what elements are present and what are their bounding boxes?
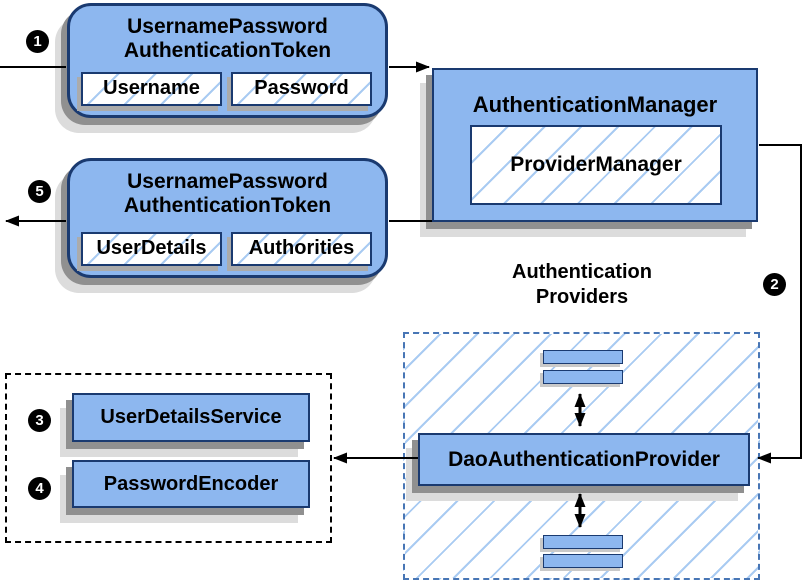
dao-authentication-provider-label: DaoAuthenticationProvider [448,447,720,471]
username-password-token-response-box: UsernamePassword AuthenticationToken Use… [67,158,388,278]
password-encoder-box: PasswordEncoder [72,460,310,508]
provider-manager-box: ProviderManager [470,125,722,205]
step-badge-5: 5 [28,180,51,203]
authentication-providers-label-line2: Providers [535,286,629,308]
user-details-service-label: UserDetailsService [100,406,282,428]
user-details-service-box: UserDetailsService [72,393,310,442]
step-badge-1: 1 [26,30,49,53]
token-request-title-line2: AuthenticationToken [123,38,332,62]
step2-connector-arrow [757,144,802,464]
token-response-title-line1: UsernamePassword [127,170,328,193]
collaborators-container [5,373,332,543]
provider-manager-label: ProviderManager [510,153,682,176]
step-badge-4: 4 [28,477,51,500]
token-response-title: UsernamePassword AuthenticationToken [70,161,385,217]
dao-authentication-provider-box: DaoAuthenticationProvider [418,433,750,486]
step-badge-2: 2 [763,273,786,296]
user-details-field-box: UserDetails [81,232,222,266]
provider-placeholder-bar [543,554,623,568]
token-request-title: UsernamePassword AuthenticationToken [70,6,385,62]
authentication-providers-label: Authentication Providers [481,260,683,310]
provider-placeholder-bar [543,350,623,364]
provider-placeholder-bar [543,535,623,549]
step-badge-3: 3 [28,409,51,432]
username-field-box: Username [81,72,222,106]
username-password-token-request-box: UsernamePassword AuthenticationToken Use… [67,3,388,118]
token-response-fields: UserDetails Authorities [81,232,372,266]
token-request-fields: Username Password [81,72,372,106]
password-field-box: Password [231,72,372,106]
authorities-field-box: Authorities [231,232,372,266]
provider-placeholder-bar [543,370,623,384]
authentication-manager-title: AuthenticationManager [472,92,718,117]
authentication-manager-box: AuthenticationManager ProviderManager [432,68,758,222]
authentication-providers-label-line1: Authentication [512,261,652,283]
token-response-title-line2: AuthenticationToken [123,193,332,217]
password-encoder-label: PasswordEncoder [103,472,279,495]
token-request-title-line1: UsernamePassword [127,15,328,38]
